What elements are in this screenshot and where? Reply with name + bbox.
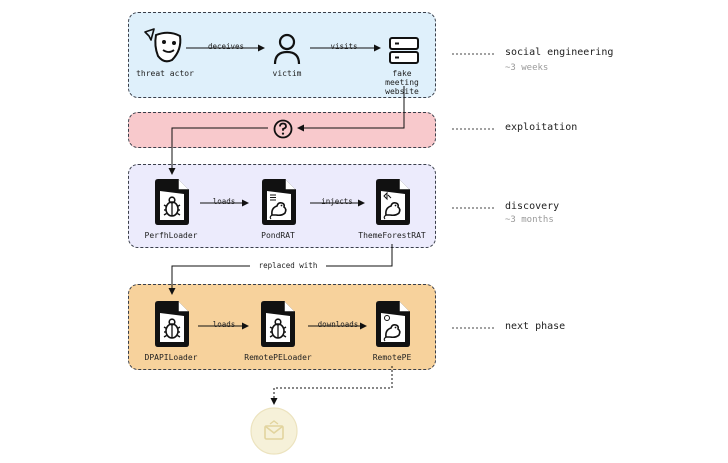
- node-label-victim: victim: [272, 69, 302, 78]
- node-label-pondrat: PondRAT: [261, 231, 295, 240]
- theater-masks-icon: [144, 28, 182, 63]
- edge-remotepe-to-final-line: [270, 366, 393, 405]
- phase-next-phase-label: next phase: [505, 321, 566, 332]
- rat-file-icon: [376, 301, 410, 347]
- node-label-dpapiloader: DPAPILoader: [144, 353, 198, 362]
- rat-file-icon: [262, 179, 296, 225]
- edge-label-injects: injects: [321, 197, 353, 206]
- edge-label-deceives: deceives: [207, 42, 245, 51]
- rat-file-icon: [376, 179, 410, 225]
- node-label-themeforestrat: ThemeForestRAT: [358, 231, 426, 240]
- node-label-remotepeloader: RemotePELoader: [244, 353, 312, 362]
- user-icon: [273, 33, 301, 65]
- bug-file-icon: [261, 301, 295, 347]
- phase-exploitation-label: exploitation: [505, 122, 578, 133]
- phase-social-engineering-duration: ~3 weeks: [505, 63, 549, 73]
- edge-label-visits: visits: [330, 42, 358, 51]
- question-circle-icon: [273, 119, 293, 139]
- server-icon: [389, 37, 419, 64]
- edge-label-replaced-with: replaced with: [250, 261, 326, 270]
- social-engineering-panel: [128, 12, 436, 98]
- node-label-perfhloader: PerfhLoader: [144, 231, 198, 240]
- bug-file-icon: [155, 301, 189, 347]
- phase-social-engineering-label: social engineering: [505, 47, 614, 58]
- edge-label-loads-2: loads: [212, 320, 236, 329]
- edge-site-to-exploit-line: [297, 86, 405, 132]
- edge-label-loads: loads: [212, 197, 236, 206]
- edge-label-downloads: downloads: [317, 320, 359, 329]
- envelope-icon: [250, 407, 298, 455]
- node-label-fake-meeting-website: fake meeting website: [385, 69, 419, 96]
- edge-exploit-to-perfhloader-line: [168, 127, 268, 175]
- bug-file-icon: [155, 179, 189, 225]
- node-label-threat-actor: threat actor: [136, 69, 194, 78]
- phase-discovery-duration: ~3 months: [505, 215, 554, 225]
- node-label-remotepe: RemotePE: [372, 353, 412, 362]
- phase-discovery-label: discovery: [505, 201, 560, 212]
